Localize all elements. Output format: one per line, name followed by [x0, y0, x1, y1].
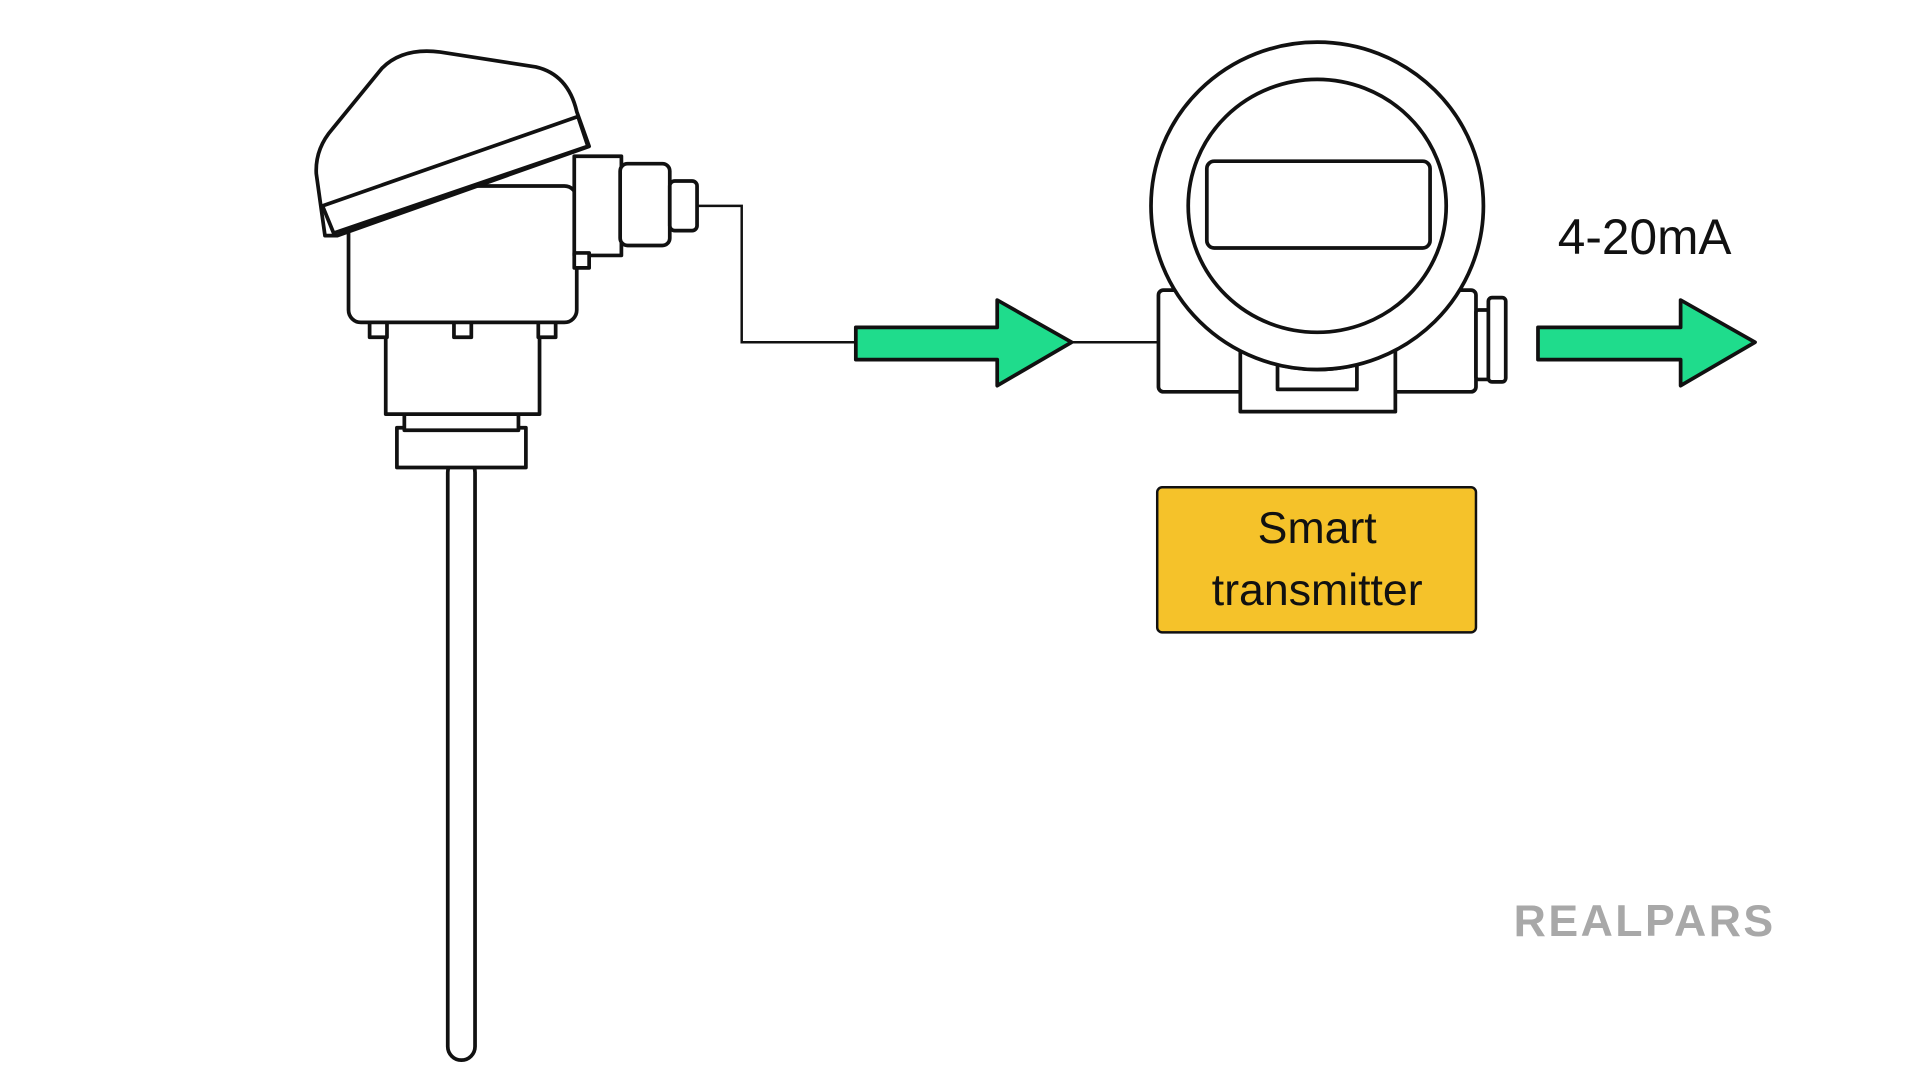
label-line1: Smart — [1258, 504, 1378, 553]
signal-label: 4-20mA — [1558, 209, 1732, 265]
realpars-logo: REALPARS — [1514, 897, 1776, 946]
signal-arrow-out — [1536, 298, 1757, 388]
label-line2: transmitter — [1212, 566, 1423, 615]
signal-arrow-in — [853, 298, 1074, 388]
temperature-sensor — [314, 49, 856, 1063]
transmitter-label: Smart transmitter — [1155, 486, 1478, 634]
smart-transmitter — [1149, 40, 1508, 414]
